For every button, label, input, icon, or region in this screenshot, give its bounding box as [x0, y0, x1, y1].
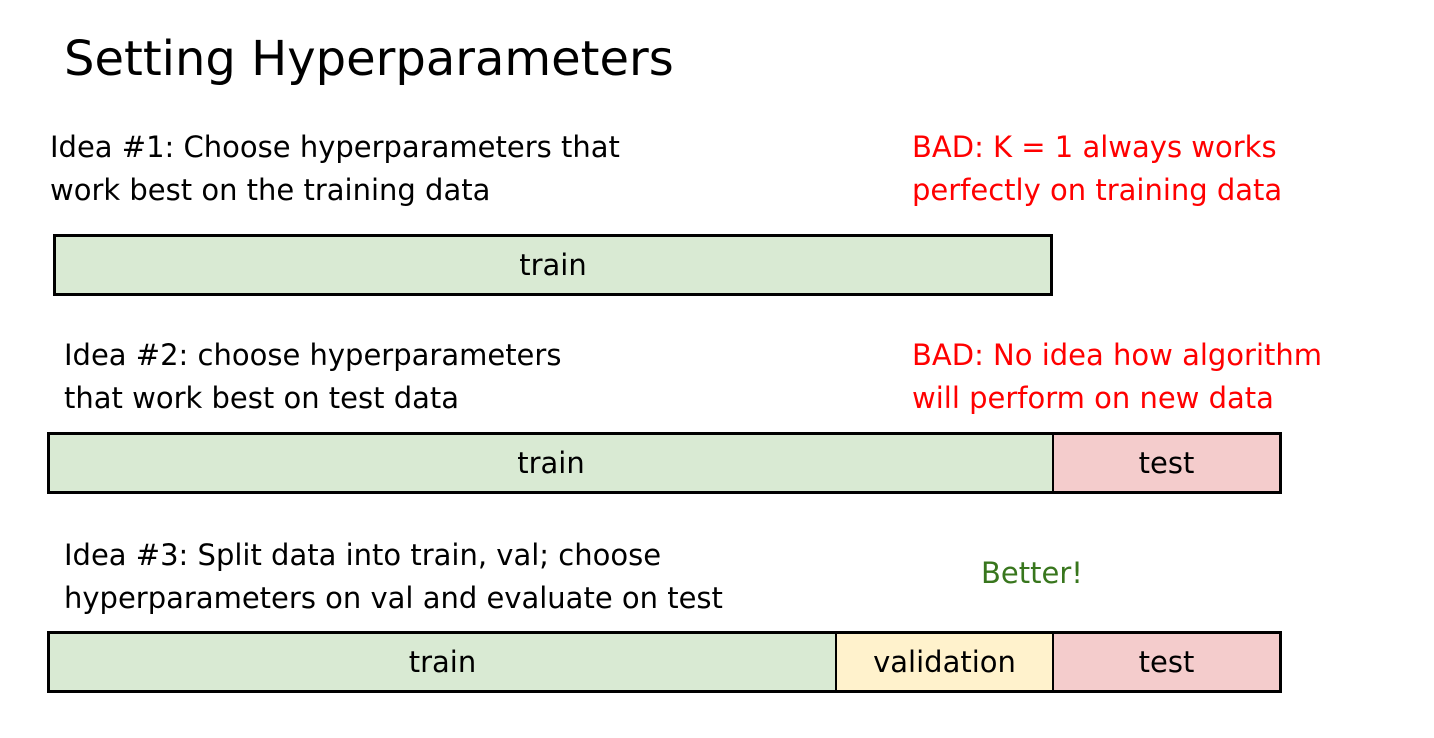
idea-3-train-segment: train: [50, 634, 835, 690]
idea-3-split-bar: train validation test: [47, 631, 1282, 693]
slide-title: Setting Hyperparameters: [64, 31, 674, 87]
idea-1-train-segment: train: [56, 237, 1050, 293]
idea-2-line-2: that work best on test data: [64, 381, 460, 415]
idea-1-line-2: work best on the training data: [50, 173, 491, 207]
idea-2-description: Idea #2: choose hyperparameters that wor…: [64, 334, 561, 420]
idea-1-verdict-line-2: perfectly on training data: [912, 173, 1283, 207]
idea-3-verdict: Better!: [981, 552, 1083, 595]
idea-2-train-segment: train: [50, 435, 1052, 491]
idea-1-line-1: Idea #1: Choose hyperparameters that: [50, 130, 620, 164]
idea-2-verdict-line-2: will perform on new data: [912, 381, 1274, 415]
idea-2-verdict-line-1: BAD: No idea how algorithm: [912, 338, 1323, 372]
idea-3-line-1: Idea #3: Split data into train, val; cho…: [64, 538, 662, 572]
idea-3-description: Idea #3: Split data into train, val; cho…: [64, 534, 723, 620]
idea-3-line-2: hyperparameters on val and evaluate on t…: [64, 581, 723, 615]
idea-1-verdict: BAD: K = 1 always works perfectly on tra…: [912, 126, 1282, 212]
idea-3-test-segment: test: [1052, 634, 1279, 690]
idea-3-verdict-line-1: Better!: [981, 556, 1083, 590]
idea-2-line-1: Idea #2: choose hyperparameters: [64, 338, 562, 372]
idea-1-split-bar: train: [53, 234, 1053, 296]
idea-2-split-bar: train test: [47, 432, 1282, 494]
idea-1-description: Idea #1: Choose hyperparameters that wor…: [50, 126, 620, 212]
idea-2-test-segment: test: [1052, 435, 1279, 491]
idea-3-validation-segment: validation: [835, 634, 1052, 690]
idea-1-verdict-line-1: BAD: K = 1 always works: [912, 130, 1277, 164]
idea-2-verdict: BAD: No idea how algorithm will perform …: [912, 334, 1322, 420]
